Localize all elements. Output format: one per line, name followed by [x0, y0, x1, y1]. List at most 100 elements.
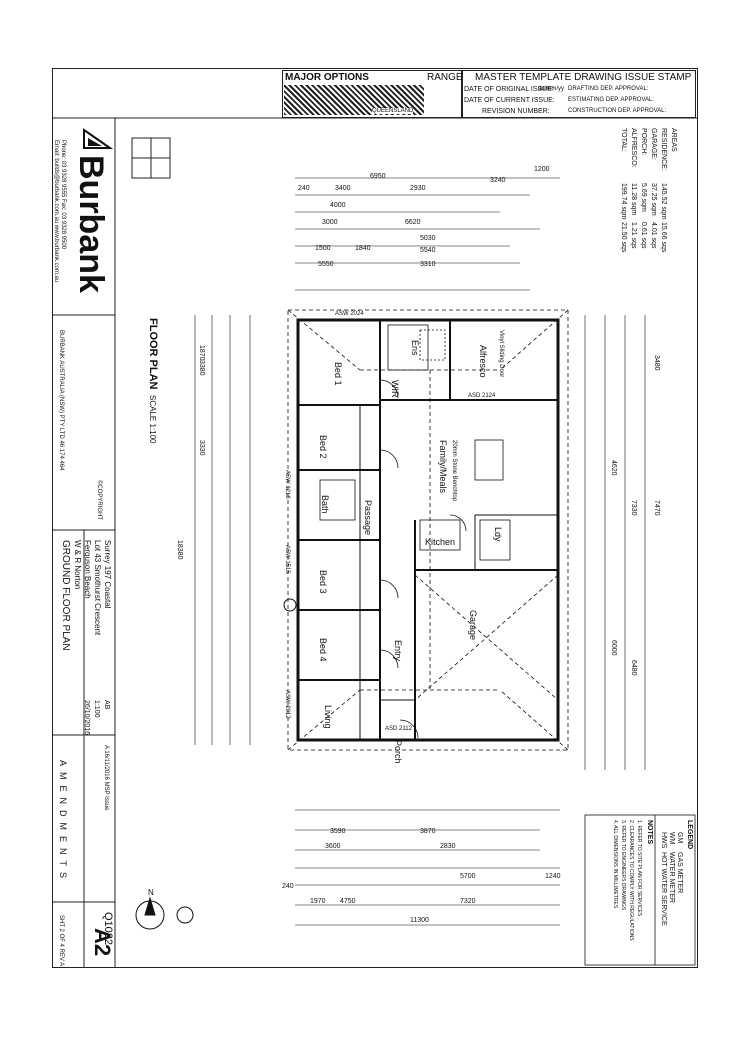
svg-text:Email: builds@burbank.com.au: Email: builds@burbank.com.au www.burbank…: [53, 140, 59, 282]
svg-text:7330: 7330: [630, 500, 637, 516]
svg-text:2830: 2830: [440, 843, 456, 850]
svg-text:1870: 1870: [198, 345, 205, 361]
svg-text:WM: WM: [668, 832, 675, 845]
elevation-marker: [176, 906, 194, 924]
room-bath: Bath: [320, 495, 330, 514]
svg-text:3600: 3600: [325, 843, 341, 850]
svg-text:145.52 sqm: 145.52 sqm: [660, 183, 667, 220]
svg-text:ASW 1218: ASW 1218: [284, 470, 290, 499]
svg-text:WATER METER: WATER METER: [668, 852, 675, 903]
svg-text:3. REFER TO ENGINEERS DRAWINGS: 3. REFER TO ENGINEERS DRAWINGS: [620, 820, 626, 911]
svg-text:Surrey 197 Coastal: Surrey 197 Coastal: [103, 540, 112, 609]
room-alfresco: Alfresco: [478, 345, 488, 378]
svg-text:HWS: HWS: [660, 832, 667, 849]
dims-top: 240 3400 2930 6950 3240 1200 4000 3000 6…: [298, 166, 550, 268]
room-ens: Ens: [410, 340, 420, 356]
svg-text:AREAS: AREAS: [670, 128, 677, 152]
svg-text:18380: 18380: [176, 540, 183, 560]
svg-text:11.28 sqm: 11.28 sqm: [630, 183, 637, 215]
range-label: RANGE: [427, 72, 463, 83]
room-family: Family/Meals: [438, 440, 448, 494]
legend-block: [584, 814, 696, 966]
drafting-approval: DRAFTING DEP. APPROVAL:: [568, 86, 649, 92]
svg-text:3240: 3240: [490, 177, 506, 184]
room-wir: WIR: [390, 380, 400, 398]
north-arrow: [135, 896, 165, 930]
svg-text:A2: A2: [90, 928, 115, 956]
svg-text:Ferguson Beach: Ferguson Beach: [83, 540, 92, 599]
svg-text:199.74 sqm: 199.74 sqm: [620, 183, 627, 220]
svg-text:6620: 6620: [405, 219, 421, 226]
svg-text:Vinyl Sliding Door: Vinyl Sliding Door: [498, 330, 504, 377]
svg-text:15.66 sqs: 15.66 sqs: [660, 222, 667, 253]
svg-text:GAS METER: GAS METER: [676, 852, 683, 893]
svg-text:Lot 43 Smothurst Crescent: Lot 43 Smothurst Crescent: [93, 540, 102, 636]
svg-text:21.50 sqs: 21.50 sqs: [620, 222, 627, 253]
svg-text:4750: 4750: [340, 898, 356, 905]
svg-text:4000: 4000: [330, 202, 346, 209]
dims-bottom: 3590 3870 3600 2830 5700 240 1240 1970 4…: [282, 828, 561, 924]
room-bed-2: Bed 2: [318, 435, 328, 459]
svg-text:1970: 1970: [310, 898, 326, 905]
svg-text:4. ALL DIMENSIONS IN MILLIMETR: 4. ALL DIMENSIONS IN MILLIMETRES: [612, 820, 618, 909]
svg-text:26/10/2016: 26/10/2016: [83, 700, 90, 735]
room-living: Living: [323, 705, 333, 729]
svg-text:W & R Norton: W & R Norton: [73, 540, 82, 589]
svg-text:11300: 11300: [410, 917, 429, 924]
dims-left: 1870 3380 3330 18380: [176, 345, 205, 560]
svg-text:ASW 1515: ASW 1515: [284, 545, 290, 574]
floor-plan-scale: SCALE 1:100: [148, 395, 157, 444]
svg-text:3000: 3000: [322, 219, 338, 226]
svg-text:20mm Stone Benchtop: 20mm Stone Benchtop: [451, 440, 457, 502]
svg-text:ASW 2012: ASW 2012: [284, 690, 290, 719]
svg-text:1.21 sqs: 1.21 sqs: [630, 222, 637, 249]
floor-plan-title: FLOOR PLAN: [147, 318, 159, 390]
svg-text:4620: 4620: [610, 460, 617, 476]
title-block: Surrey 197 Coastal Lot 43 Smothurst Cres…: [58, 540, 115, 966]
svg-text:HOT WATER SERVICE: HOT WATER SERVICE: [660, 852, 667, 926]
svg-text:NOTES: NOTES: [646, 820, 653, 844]
svg-text:RESIDENCE:: RESIDENCE:: [660, 128, 667, 171]
svg-text:1:100: 1:100: [93, 700, 100, 718]
svg-text:2930: 2930: [410, 185, 426, 192]
svg-text:AB: AB: [103, 700, 110, 710]
svg-text:5540: 5540: [420, 247, 436, 254]
room-porch: Porch: [393, 740, 403, 764]
compass-label: N: [148, 888, 154, 897]
svg-text:ALFRESCO:: ALFRESCO:: [630, 128, 637, 168]
svg-text:3400: 3400: [335, 185, 351, 192]
svg-text:5550: 5550: [318, 261, 334, 268]
region-label: QUEENSLAND: [372, 108, 414, 114]
svg-text:Q1022: Q1022: [102, 912, 114, 945]
room-bed-4: Bed 4: [318, 638, 328, 662]
svg-text:37.25 sqm: 37.25 sqm: [650, 183, 657, 216]
annotations: ASW 2024 ASD 2124 ASW 1218 ASW 1515 ASW …: [284, 311, 504, 732]
floor-plan: [283, 309, 569, 751]
svg-text:7470: 7470: [653, 500, 660, 516]
svg-text:Phone: 03 9328 9555 Fax: 03 9: Phone: 03 9328 9555 Fax: 03 9328 9500: [60, 140, 66, 250]
svg-text:5700: 5700: [460, 873, 476, 880]
estimating-approval: ESTIMATING DEP. APPROVAL:: [568, 97, 655, 103]
svg-text:ASD 2124: ASD 2124: [468, 393, 496, 399]
svg-text:©COPYRIGHT: ©COPYRIGHT: [96, 480, 103, 520]
room-labels: Bed 1 Bed 2 Bed 3 Bed 4 Living Alfresco …: [318, 340, 503, 764]
svg-text:LEGEND: LEGEND: [686, 820, 693, 849]
revision-label: REVISION NUMBER:: [482, 108, 550, 115]
room-bed-1: Bed 1: [333, 362, 343, 386]
svg-text:240: 240: [298, 185, 310, 192]
svg-text:SHT 2 OF 4 REV A: SHT 2 OF 4 REV A: [58, 915, 64, 966]
svg-text:ASD 2112: ASD 2112: [385, 726, 413, 732]
svg-text:7320: 7320: [460, 898, 476, 905]
room-ldy: Ldy: [493, 527, 503, 542]
svg-text:A 16/11/2016 MSP Issue: A 16/11/2016 MSP Issue: [103, 745, 109, 811]
svg-text:Burbank: Burbank: [72, 155, 110, 293]
legend-text: LEGEND GM GAS METER WM WATER METER HWS H…: [612, 820, 693, 941]
original-issue-value: dd/mm/yy: [538, 86, 565, 92]
burbank-logo: [83, 128, 114, 149]
svg-text:GROUND FLOOR PLAN: GROUND FLOOR PLAN: [60, 540, 71, 651]
svg-text:TOTAL:: TOTAL:: [620, 128, 627, 152]
svg-text:6480: 6480: [630, 660, 637, 676]
room-entry: Entry: [393, 640, 403, 662]
current-issue-label: DATE OF CURRENT ISSUE:: [464, 97, 555, 104]
